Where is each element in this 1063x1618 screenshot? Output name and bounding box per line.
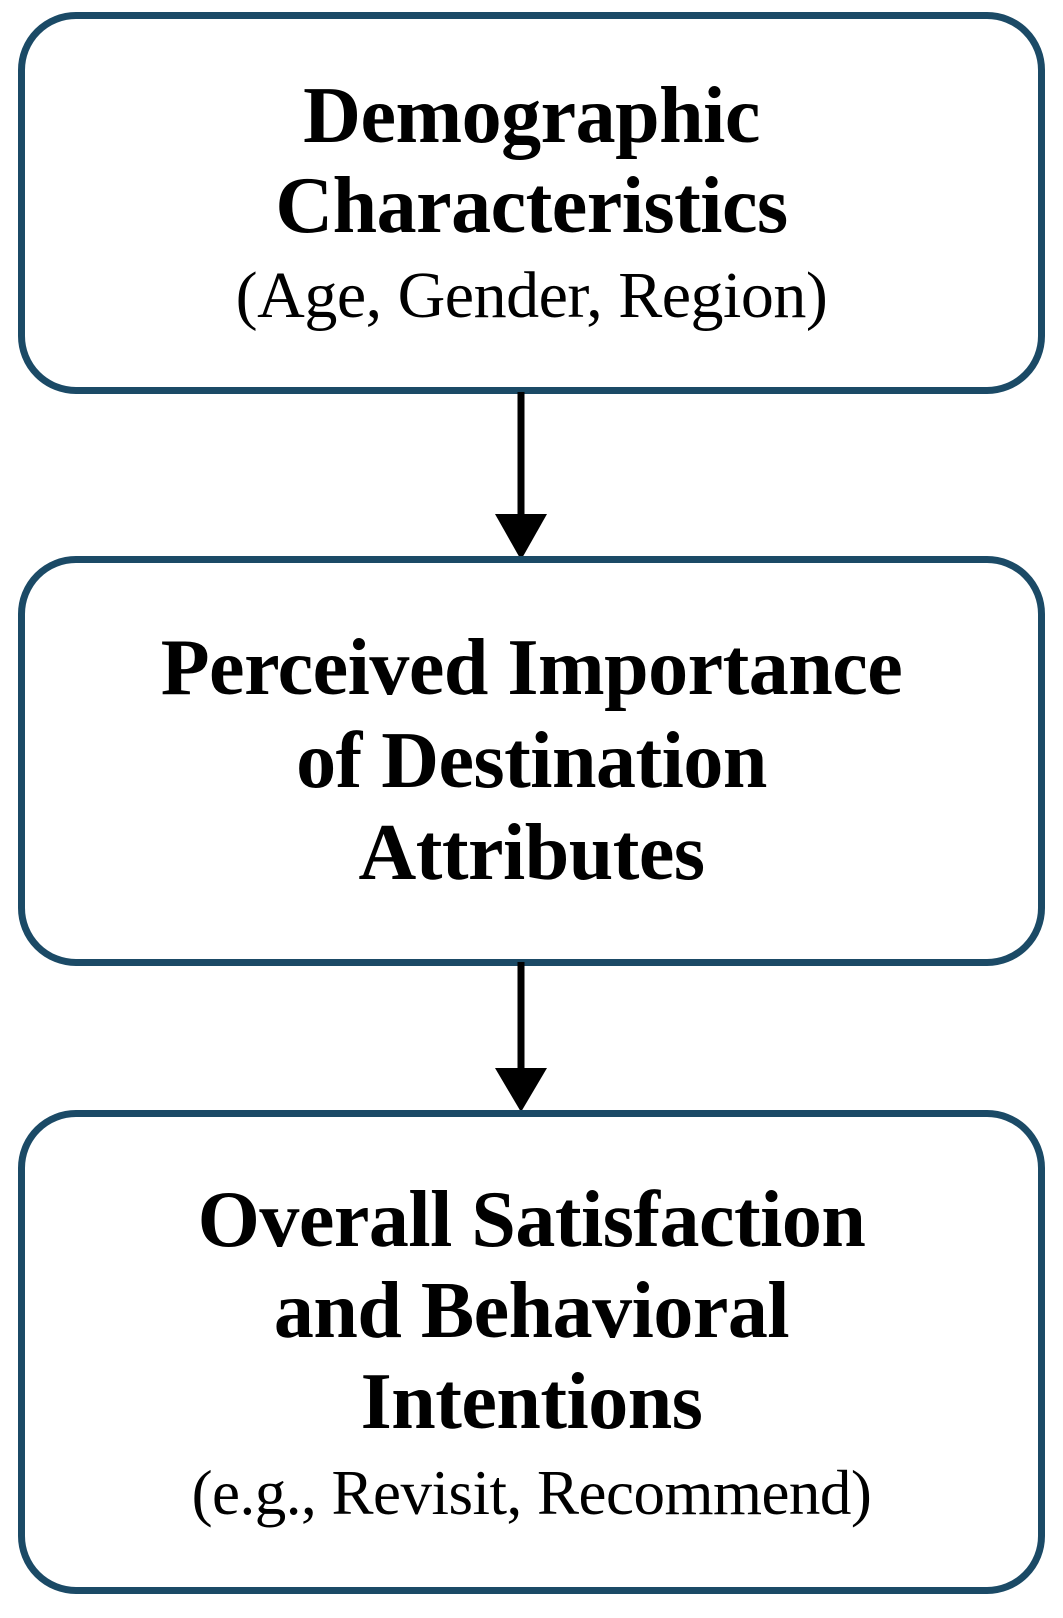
node-title-line: of Destination [296, 716, 767, 805]
node-title-line: Attributes [358, 809, 705, 898]
node-title-line: Intentions [360, 1358, 703, 1447]
node-title-line: Perceived Importance [160, 623, 903, 712]
node-perceived-importance[interactable]: Perceived Importance of Destination Attr… [18, 556, 1045, 966]
node-title-line: Demographic [303, 72, 760, 161]
node-title-line: Characteristics [275, 162, 788, 251]
node-title-line: and Behavioral [273, 1267, 790, 1356]
node-demographic-characteristics-title: Demographic Characteristics [275, 72, 788, 251]
arrow-demographics-to-importance [0, 392, 1063, 562]
node-demographic-characteristics-subtitle: (Age, Gender, Region) [235, 258, 828, 332]
arrow-down-icon [495, 392, 547, 560]
node-demographic-characteristics[interactable]: Demographic Characteristics (Age, Gender… [18, 12, 1045, 394]
arrow-down-icon [495, 962, 547, 1112]
node-overall-satisfaction-subtitle: (e.g., Revisit, Recommend) [191, 1457, 872, 1528]
node-title-line: Overall Satisfaction [197, 1176, 866, 1264]
node-overall-satisfaction[interactable]: Overall Satisfaction and Behavioral Inte… [18, 1110, 1045, 1594]
node-overall-satisfaction-title: Overall Satisfaction and Behavioral Inte… [198, 1175, 866, 1449]
arrow-importance-to-satisfaction [0, 962, 1063, 1114]
node-perceived-importance-title: Perceived Importance of Destination Attr… [161, 622, 903, 900]
